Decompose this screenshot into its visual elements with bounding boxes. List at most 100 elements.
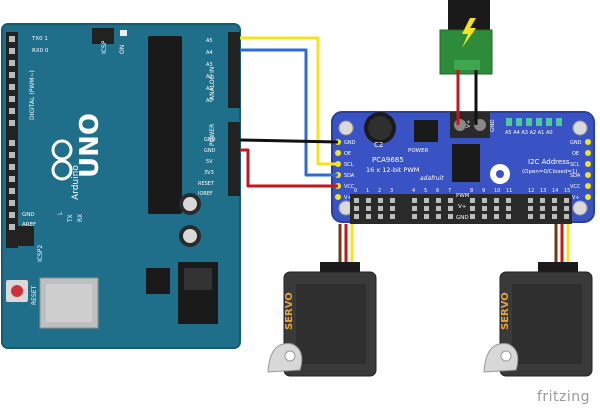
- pwm-label: PWM: [456, 193, 470, 199]
- pwm-pin: [470, 198, 475, 203]
- channel-label-10: 10: [494, 188, 500, 194]
- channel-label-6: 6: [436, 188, 439, 194]
- pwm-pin: [366, 206, 371, 211]
- wire-sda-blue: [240, 48, 338, 177]
- pwm-header: [350, 194, 572, 224]
- pwm-pin: [448, 198, 453, 203]
- terminal-gnd: GND: [490, 119, 496, 132]
- power-header: [228, 122, 240, 196]
- channel-label-14: 14: [552, 188, 558, 194]
- icsp-top-label: ICSP: [101, 40, 108, 54]
- pwm-pin: [482, 198, 487, 203]
- left-pin-gnd: GND: [344, 140, 356, 146]
- rxd-label: RX0 0: [32, 48, 49, 54]
- pwm-pin: [412, 198, 417, 203]
- pwm-pin: [564, 198, 569, 203]
- pwm-pin: [540, 214, 545, 219]
- arduino-board: TX0 1 RX0 0 DIGITAL (PWM~) GND AREF ICSP…: [1, 23, 241, 349]
- right-pin-scl: SCL: [570, 162, 580, 168]
- icsp2-label: ICSP2: [37, 245, 44, 262]
- pwm-pin: [564, 206, 569, 211]
- fritzing-watermark: fritzing: [536, 389, 590, 405]
- pwm-pin: [552, 214, 557, 219]
- channel-label-12: 12: [528, 188, 534, 194]
- analog-pin-a0: A0: [206, 98, 213, 104]
- channel-label-4: 4: [412, 188, 415, 194]
- pwm-pin: [424, 198, 429, 203]
- rx-label: RX: [77, 214, 84, 222]
- servo-2: SERVO: [483, 262, 593, 377]
- chip-subtitle: 16 x 12-bit PWM: [366, 166, 419, 174]
- address-jumpers: [506, 118, 562, 126]
- channel-label-1: 1: [366, 188, 369, 194]
- pca9685-chip: [452, 144, 480, 182]
- pwm-pin: [470, 214, 475, 219]
- pwm-pin: [436, 214, 441, 219]
- pwm-pin: [354, 206, 359, 211]
- channel-label-11: 11: [506, 188, 512, 194]
- pwm-pin: [494, 198, 499, 203]
- pwm-pin: [378, 206, 383, 211]
- usb-chip: [146, 268, 170, 294]
- pwm-pin: [506, 214, 511, 219]
- on-label: ON: [119, 45, 126, 54]
- pwm-pin: [354, 214, 359, 219]
- gnd-row-label: GND: [456, 215, 469, 221]
- analog-header: [228, 32, 240, 108]
- pwm-pin: [378, 198, 383, 203]
- channel-label-0: 0: [354, 188, 357, 194]
- pwm-pin: [424, 214, 429, 219]
- right-pin-vplus: V+: [572, 195, 580, 201]
- pwm-pin: [528, 206, 533, 211]
- pwm-pin: [390, 206, 395, 211]
- wire-vcc-red: [240, 148, 338, 188]
- pwm-pin: [354, 198, 359, 203]
- vplus-row-label: V+: [458, 204, 467, 210]
- servo-1-label: SERVO: [284, 292, 295, 330]
- dc-power-jack: [439, 0, 493, 75]
- analog-label: ANALOG IN: [209, 67, 216, 100]
- aref-label: AREF: [22, 222, 36, 228]
- left-pin-vcc: VCC: [344, 184, 355, 190]
- pwm-pin: [470, 206, 475, 211]
- atmega-chip: [148, 36, 182, 214]
- right-pin-vcc: VCC: [570, 184, 581, 190]
- pwm-pin: [494, 214, 499, 219]
- uno-logo: UNO: [75, 113, 105, 178]
- pwm-pin: [482, 214, 487, 219]
- right-pin-gnd: GND: [570, 140, 582, 146]
- power-pin-ioref: IOREF: [198, 191, 213, 197]
- i2c-title: I2C Address: [528, 158, 570, 166]
- analog-pin-a1: A1: [206, 86, 213, 92]
- left-pin-oe: OE: [344, 151, 351, 157]
- terminal-vplus: V+: [466, 119, 472, 128]
- reset-button-cap[interactable]: [11, 285, 23, 297]
- pwm-pin: [436, 206, 441, 211]
- address-pins: A5 A4 A3 A2 A1 A0: [505, 130, 553, 136]
- pwm-pin: [564, 214, 569, 219]
- wires: [239, 36, 570, 268]
- left-pin-scl: SCL: [344, 162, 354, 168]
- pwm-pin: [552, 206, 557, 211]
- channel-label-13: 13: [540, 188, 546, 194]
- power-label: POWER: [209, 124, 216, 146]
- reset-label: RESET: [31, 285, 38, 305]
- pwm-pin: [552, 198, 557, 203]
- pwm-pin: [390, 214, 395, 219]
- on-led: [120, 30, 127, 36]
- channel-label-3: 3: [390, 188, 393, 194]
- brand-label: Arduino: [71, 165, 81, 200]
- analog-pin-a5: A5: [206, 38, 213, 44]
- pwm-pin: [528, 198, 533, 203]
- arduino-infinity-logo: [51, 139, 73, 181]
- icsp2-header: [18, 226, 34, 246]
- pwm-pin: [540, 206, 545, 211]
- pwm-pin: [506, 198, 511, 203]
- pwm-pin: [482, 206, 487, 211]
- adafruit-label: adafruit: [420, 175, 444, 182]
- pwm-pin: [448, 214, 453, 219]
- power-pin-gnd-1: GND: [204, 137, 216, 143]
- channel-label-8: 8: [470, 188, 473, 194]
- gnd-label: GND: [22, 212, 35, 218]
